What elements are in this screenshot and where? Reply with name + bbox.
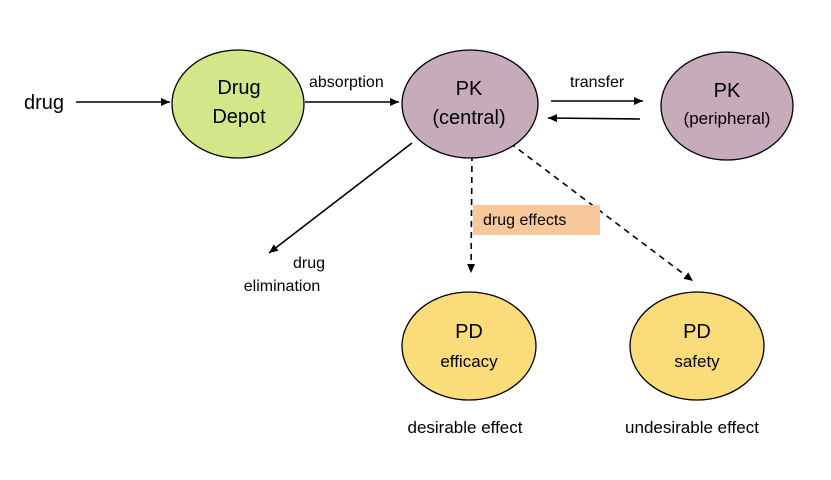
elimination-label-line1: drug <box>293 255 325 272</box>
drug-effects-label: drug effects <box>483 212 566 229</box>
drug-effects-label-bg <box>473 205 600 235</box>
efficacy-caption: desirable effect <box>408 418 523 437</box>
drug-depot-node <box>171 49 305 159</box>
pd-efficacy-node <box>401 291 537 401</box>
return-transfer-arrow <box>547 114 641 123</box>
elimination-arrow <box>268 142 413 254</box>
absorption-label: absorption <box>309 74 384 91</box>
drug-input-label: drug <box>24 92 64 114</box>
pk-central-label-line2: (central) <box>432 107 505 129</box>
pk-peripheral-label-line1: PK <box>714 80 741 102</box>
pk-peripheral-node <box>660 51 794 161</box>
pk-peripheral-label-line2: (peripheral) <box>684 109 771 128</box>
drug-depot-label-line2: Depot <box>212 106 266 128</box>
pd-efficacy-label-line2: efficacy <box>440 352 498 371</box>
pd-safety-label-line1: PD <box>683 321 711 343</box>
efficacy-effect-arrow <box>467 154 476 274</box>
pd-safety-node <box>629 291 765 401</box>
transfer-label: transfer <box>570 74 625 91</box>
elimination-label-line2: elimination <box>244 278 320 295</box>
drug-depot-label-line1: Drug <box>217 77 260 99</box>
safety-effect-arrow <box>509 142 694 282</box>
pk-central-label-line1: PK <box>456 78 483 100</box>
pd-efficacy-label-line1: PD <box>455 321 483 343</box>
safety-caption: undesirable effect <box>625 418 759 437</box>
pd-safety-label-line2: safety <box>674 352 720 371</box>
pk-central-node <box>401 49 539 159</box>
